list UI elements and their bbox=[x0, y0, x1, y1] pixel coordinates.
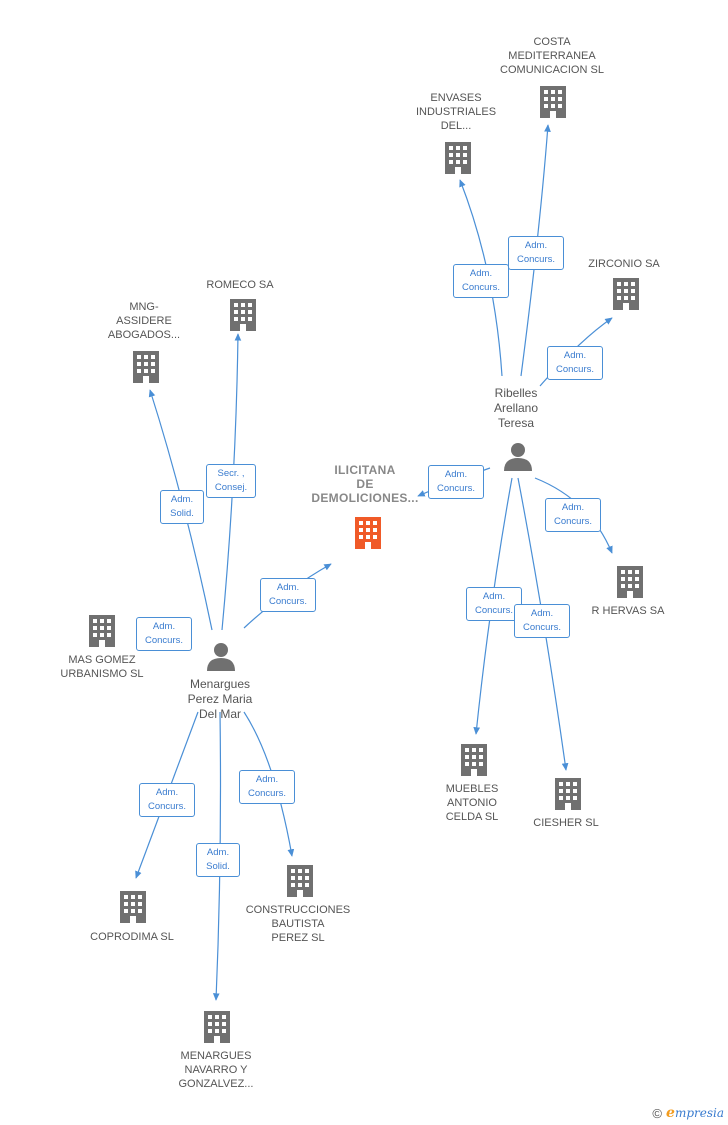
edge-label-menargues-mng[interactable]: Adm. Solid. bbox=[160, 490, 204, 524]
edge-label-menargues-masgomez[interactable]: Adm. Concurs. bbox=[136, 617, 192, 651]
company-label-rhervas: R HERVAS SA bbox=[591, 605, 665, 617]
company-label-zirconio: ZIRCONIO SA bbox=[588, 258, 660, 270]
person-label-menargues: Menargues Perez Maria Del Mar bbox=[187, 677, 253, 721]
edge-label-ribelles-rhervas[interactable]: Adm. Concurs. bbox=[545, 498, 601, 532]
edge-label-ribelles-costa[interactable]: Adm. Concurs. bbox=[508, 236, 564, 270]
building-icon bbox=[287, 865, 313, 897]
company-label-costa: COSTA MEDITERRANEA COMUNICACION SL bbox=[500, 36, 604, 76]
company-label-ciesher: CIESHER SL bbox=[533, 817, 599, 829]
company-label-masgomez: MAS GOMEZ URBANISMO SL bbox=[60, 654, 144, 680]
edge-label-ribelles-ciesher[interactable]: Adm. Concurs. bbox=[514, 604, 570, 638]
brand-initial: e bbox=[666, 1105, 675, 1121]
edge-label-menargues-coprodima[interactable]: Adm. Concurs. bbox=[139, 783, 195, 817]
copyright-symbol: © bbox=[652, 1105, 663, 1121]
company-label-mng: MNG- ASSIDERE ABOGADOS... bbox=[107, 301, 181, 341]
company-label-coprodima: COPRODIMA SL bbox=[90, 931, 174, 943]
person-icon bbox=[504, 443, 532, 471]
building-icon bbox=[613, 278, 639, 310]
company-label-muebles: MUEBLES ANTONIO CELDA SL bbox=[445, 783, 499, 823]
person-icon bbox=[207, 643, 235, 671]
building-icon bbox=[230, 299, 256, 331]
building-icon bbox=[540, 86, 566, 118]
edge-label-menargues-menarguesnav[interactable]: Adm. Solid. bbox=[196, 843, 240, 877]
edge-label-ribelles-muebles[interactable]: Adm. Concurs. bbox=[466, 587, 522, 621]
company-label-menarguesnav: MENARGUES NAVARRO Y GONZALVEZ... bbox=[178, 1050, 254, 1090]
empresia-logo: empresia bbox=[666, 1105, 724, 1121]
building-icon bbox=[89, 615, 115, 647]
brand-rest: mpresia bbox=[674, 1106, 724, 1120]
building-icon bbox=[204, 1011, 230, 1043]
company-label-ilicitana: ILICITANA DE DEMOLICIONES... bbox=[311, 463, 419, 505]
building-icon bbox=[461, 744, 487, 776]
person-label-ribelles: Ribelles Arellano Teresa bbox=[493, 386, 539, 430]
edge-label-menargues-construcciones[interactable]: Adm. Concurs. bbox=[239, 770, 295, 804]
building-icon bbox=[120, 891, 146, 923]
edge-label-menargues-romeco[interactable]: Secr. , Consej. bbox=[206, 464, 256, 498]
edge-label-ribelles-ilicitana[interactable]: Adm. Concurs. bbox=[428, 465, 484, 499]
edge-label-menargues-ilicitana[interactable]: Adm. Concurs. bbox=[260, 578, 316, 612]
company-label-construcciones: CONSTRUCCIONES BAUTISTA PEREZ SL bbox=[245, 904, 351, 944]
building-icon bbox=[555, 778, 581, 810]
company-label-envases: ENVASES INDUSTRIALES DEL... bbox=[415, 92, 497, 132]
edge-label-ribelles-zirconio[interactable]: Adm. Concurs. bbox=[547, 346, 603, 380]
building-icon bbox=[133, 351, 159, 383]
building-icon bbox=[445, 142, 471, 174]
edge-label-ribelles-envases[interactable]: Adm. Concurs. bbox=[453, 264, 509, 298]
company-label-romeco: ROMECO SA bbox=[206, 279, 274, 291]
building-icon bbox=[355, 517, 381, 549]
building-icon bbox=[617, 566, 643, 598]
footer-brand: © empresia bbox=[652, 1105, 724, 1121]
